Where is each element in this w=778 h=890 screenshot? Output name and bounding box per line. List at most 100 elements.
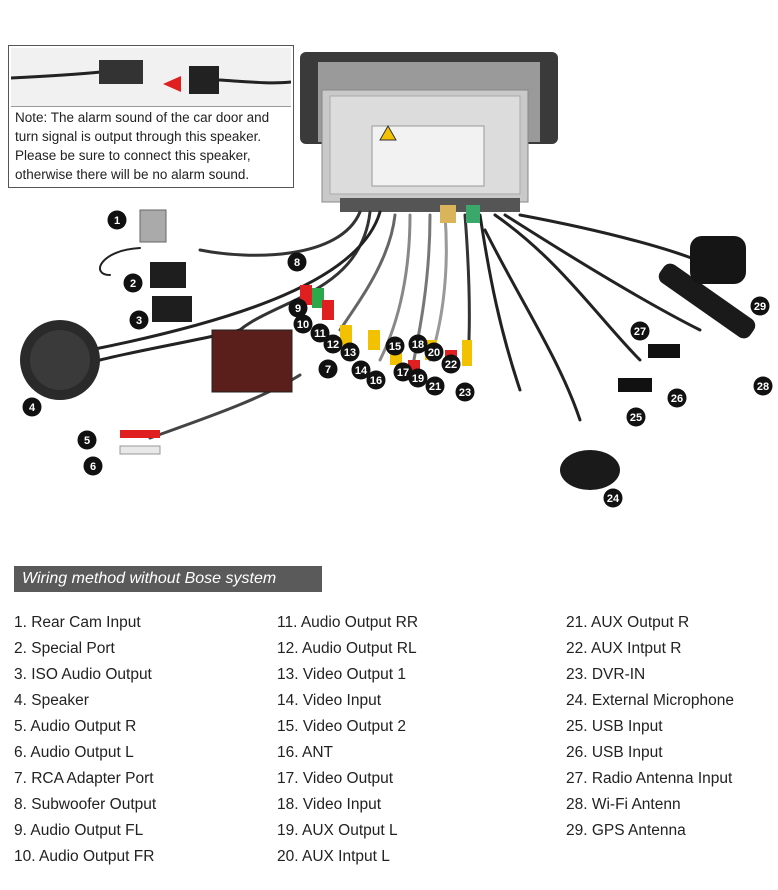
- badge-circle: [603, 488, 623, 508]
- note-line: turn signal is output through this speak…: [15, 129, 262, 144]
- badge-label: 13: [344, 347, 356, 359]
- badge-16: 16: [366, 370, 386, 390]
- legend-item: 3. ISO Audio Output: [14, 666, 152, 683]
- badge-circle: [351, 360, 371, 380]
- badge-circle: [667, 388, 687, 408]
- badge-label: 28: [757, 381, 769, 393]
- badge-19: 19: [408, 368, 428, 388]
- badge-circle: [77, 430, 97, 450]
- badge-circle: [408, 368, 428, 388]
- badge-1: 1: [107, 210, 127, 230]
- badge-12: 12: [323, 334, 343, 354]
- badge-circle: [455, 382, 475, 402]
- badge-2: 2: [123, 273, 143, 293]
- badge-label: 21: [429, 381, 441, 393]
- note-line: Note: The alarm sound of the car door an…: [15, 110, 270, 125]
- speaker-connector-photo: [11, 48, 291, 107]
- legend-item: 18. Video Input: [277, 796, 381, 813]
- badge-circle: [626, 407, 646, 427]
- badge-17: 17: [393, 362, 413, 382]
- badge-5: 5: [77, 430, 97, 450]
- legend-item: 26. USB Input: [566, 744, 663, 761]
- badge-circle: [424, 342, 444, 362]
- badge-label: 10: [297, 319, 309, 331]
- badge-label: 15: [389, 341, 401, 353]
- badge-circle: [293, 314, 313, 334]
- arrow-left-icon: [163, 76, 181, 92]
- badge-label: 2: [130, 278, 136, 290]
- badge-circle: [123, 273, 143, 293]
- badge-label: 4: [29, 402, 36, 414]
- legend-item: 29. GPS Antenna: [566, 822, 686, 839]
- badge-14: 14: [351, 360, 371, 380]
- badge-label: 23: [459, 387, 471, 399]
- badge-label: 14: [355, 365, 368, 377]
- legend-item: 15. Video Output 2: [277, 718, 406, 735]
- badge-label: 27: [634, 326, 646, 338]
- badge-circle: [630, 321, 650, 341]
- badge-24: 24: [603, 488, 623, 508]
- badge-label: 7: [325, 364, 331, 376]
- legend-item: 7. RCA Adapter Port: [14, 770, 154, 787]
- legend-item: 9. Audio Output FL: [14, 822, 144, 839]
- badge-circle: [310, 323, 330, 343]
- legend-item: 5. Audio Output R: [14, 718, 137, 735]
- legend-item: 6. Audio Output L: [14, 744, 134, 761]
- badge-label: 25: [630, 412, 642, 424]
- badge-label: 18: [412, 339, 424, 351]
- badge-label: 19: [412, 373, 424, 385]
- legend-item: 25. USB Input: [566, 718, 663, 735]
- badge-25: 25: [626, 407, 646, 427]
- legend-item: 10. Audio Output FR: [14, 848, 155, 865]
- legend-item: 24. External Microphone: [566, 692, 735, 709]
- head-unit: [300, 52, 558, 212]
- badge-circle: [83, 456, 103, 476]
- badge-circle: [318, 359, 338, 379]
- badge-label: 5: [84, 435, 90, 447]
- note-line: Please be sure to connect this speaker,: [15, 148, 251, 163]
- badge-label: 8: [294, 257, 300, 269]
- legend-item: 23. DVR-IN: [566, 666, 646, 683]
- badge-circle: [129, 310, 149, 330]
- legend-item: 2. Special Port: [14, 640, 115, 657]
- badge-circle: [753, 376, 773, 396]
- alarm-note-box: Note: The alarm sound of the car door an…: [8, 45, 294, 188]
- badge-6: 6: [83, 456, 103, 476]
- badge-circle: [385, 336, 405, 356]
- badge-21: 21: [425, 376, 445, 396]
- badge-8: 8: [287, 252, 307, 272]
- badge-circle: [750, 296, 770, 316]
- badge-circle: [107, 210, 127, 230]
- legend-item: 4. Speaker: [14, 692, 89, 709]
- badge-20: 20: [424, 342, 444, 362]
- badge-label: 26: [671, 393, 683, 405]
- legend-item: 14. Video Input: [277, 692, 381, 709]
- legend-item: 17. Video Output: [277, 770, 394, 787]
- badge-label: 1: [114, 215, 120, 227]
- badge-7: 7: [318, 359, 338, 379]
- badge-label: 12: [327, 339, 339, 351]
- badge-circle: [22, 397, 42, 417]
- badge-circle: [288, 298, 308, 318]
- badge-circle: [340, 342, 360, 362]
- badge-circle: [366, 370, 386, 390]
- legend-item: 12. Audio Output RL: [277, 640, 417, 657]
- badge-label: 29: [754, 301, 766, 313]
- legend-item: 21. AUX Output R: [566, 614, 690, 631]
- badge-label: 17: [397, 367, 409, 379]
- badge-3: 3: [129, 310, 149, 330]
- number-badges: 1234567891011121314151617181920212223242…: [22, 210, 773, 508]
- legend-item: 22. AUX Intput R: [566, 640, 682, 657]
- wiring-illustration: 1234567891011121314151617181920212223242…: [20, 52, 773, 508]
- badge-10: 10: [293, 314, 313, 334]
- badge-28: 28: [753, 376, 773, 396]
- badge-27: 27: [630, 321, 650, 341]
- badge-circle: [393, 362, 413, 382]
- badge-26: 26: [667, 388, 687, 408]
- badge-circle: [441, 354, 461, 374]
- badge-label: 11: [314, 328, 326, 340]
- badge-23: 23: [455, 382, 475, 402]
- legend-item: 16. ANT: [277, 744, 333, 761]
